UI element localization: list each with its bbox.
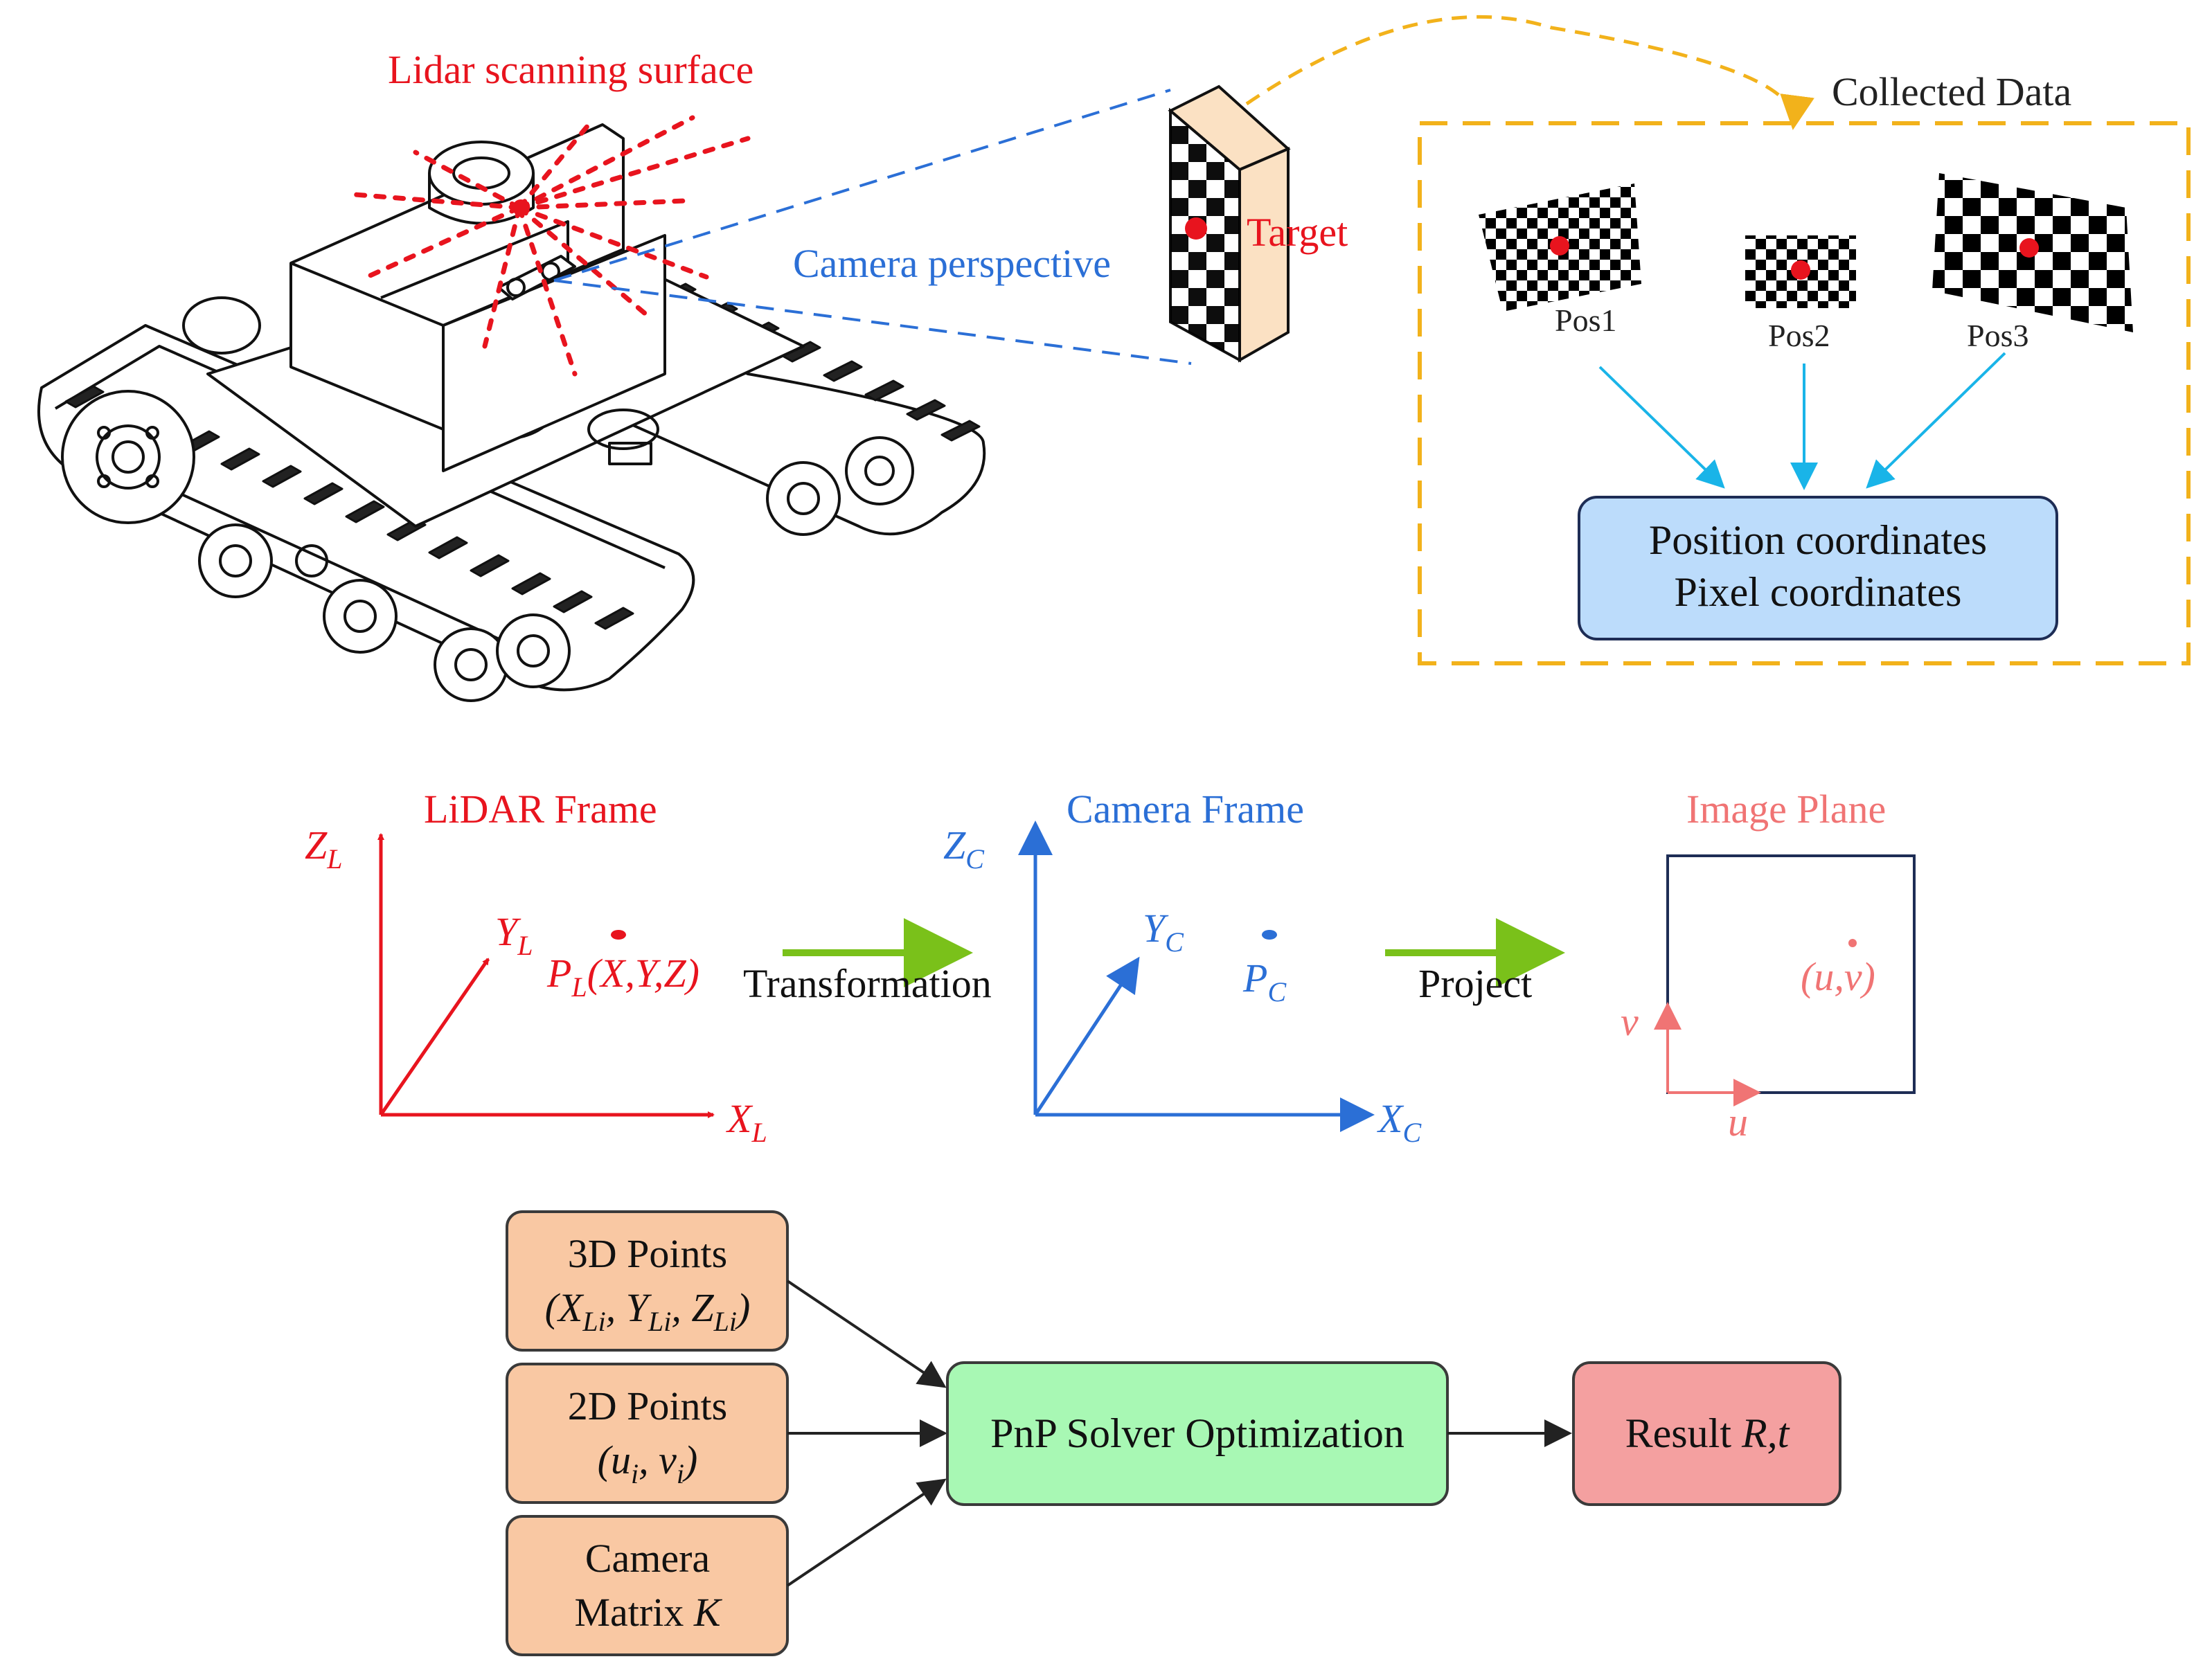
points2d-line2: (ui, vi) bbox=[598, 1437, 698, 1489]
transformation-label: Transformation bbox=[743, 961, 992, 1006]
camera-frame-title: Camera Frame bbox=[1067, 787, 1304, 832]
lidar-point-label: PL(X,Y,Z) bbox=[546, 951, 699, 1003]
target-label: Target bbox=[1247, 210, 1348, 255]
camera-point-label: PC bbox=[1242, 956, 1287, 1007]
result-label: Result R,t bbox=[1625, 1410, 1790, 1456]
collected-data-title: Collected Data bbox=[1832, 69, 2071, 114]
collected-data-box bbox=[1418, 121, 2191, 665]
camera-matrix-line2: Matrix K bbox=[574, 1590, 722, 1635]
points3d-line1: 3D Points bbox=[568, 1231, 727, 1276]
coordinates-box bbox=[1578, 496, 2058, 640]
image-u-axis-label: u bbox=[1728, 1100, 1748, 1145]
camera-point-marker bbox=[1262, 930, 1277, 940]
pnp-solver-label: PnP Solver Optimization bbox=[990, 1410, 1404, 1456]
lidar-frame-title: LiDAR Frame bbox=[424, 787, 657, 832]
points3d-line2: (XLi, YLi, ZLi) bbox=[545, 1285, 751, 1337]
image-axes bbox=[1654, 1002, 1761, 1106]
pos3-label: Pos3 bbox=[1967, 318, 2028, 353]
lidar-scanning-label: Lidar scanning surface bbox=[388, 47, 753, 92]
camera-x-axis-label: XC bbox=[1377, 1096, 1422, 1148]
lidar-axes bbox=[377, 833, 715, 1118]
image-point-label: (u,v) bbox=[1801, 954, 1875, 999]
pipeline: 3D Points (XLi, YLi, ZLi) 2D Points (ui,… bbox=[506, 1210, 1841, 1656]
camera-axes bbox=[1018, 820, 1375, 1132]
lidar-x-axis-label: XL bbox=[726, 1096, 767, 1148]
collect-arrow bbox=[1245, 15, 1814, 130]
lidar-origin-dot bbox=[512, 199, 529, 216]
lidar-z-axis-label: ZL bbox=[305, 823, 343, 875]
checkerboard-pos1 bbox=[1479, 183, 1641, 312]
lidar-point-marker bbox=[611, 930, 626, 940]
image-point-marker bbox=[1848, 939, 1857, 947]
image-plane-title: Image Plane bbox=[1686, 787, 1886, 832]
lidar-scan-rays bbox=[344, 115, 751, 377]
checkerboard-pos2 bbox=[1745, 235, 1856, 308]
camera-y-axis-label: YC bbox=[1143, 906, 1184, 958]
camera-perspective-label: Camera perspective bbox=[793, 241, 1111, 286]
project-label: Project bbox=[1418, 961, 1532, 1006]
coordinates-line2: Pixel coordinates bbox=[1675, 569, 1962, 615]
points2d-line1: 2D Points bbox=[568, 1383, 727, 1428]
camera-matrix-line1: Camera bbox=[585, 1536, 710, 1581]
camera-view-lines bbox=[553, 89, 1192, 365]
pos2-label: Pos2 bbox=[1768, 318, 1830, 353]
lidar-y-axis-label: YL bbox=[495, 909, 533, 961]
coordinates-line1: Position coordinates bbox=[1649, 517, 1987, 563]
image-plane-rect bbox=[1666, 854, 1916, 1094]
input-arrows bbox=[786, 1280, 947, 1587]
image-v-axis-label: v bbox=[1621, 999, 1639, 1044]
target-board bbox=[1168, 84, 1291, 363]
checkerboard-pos3 bbox=[1932, 173, 2133, 332]
camera-z-axis-label: ZC bbox=[943, 823, 985, 875]
pos1-label: Pos1 bbox=[1555, 303, 1616, 338]
result-box bbox=[1572, 1361, 1841, 1506]
pos-to-coords-arrows bbox=[1598, 352, 2006, 490]
